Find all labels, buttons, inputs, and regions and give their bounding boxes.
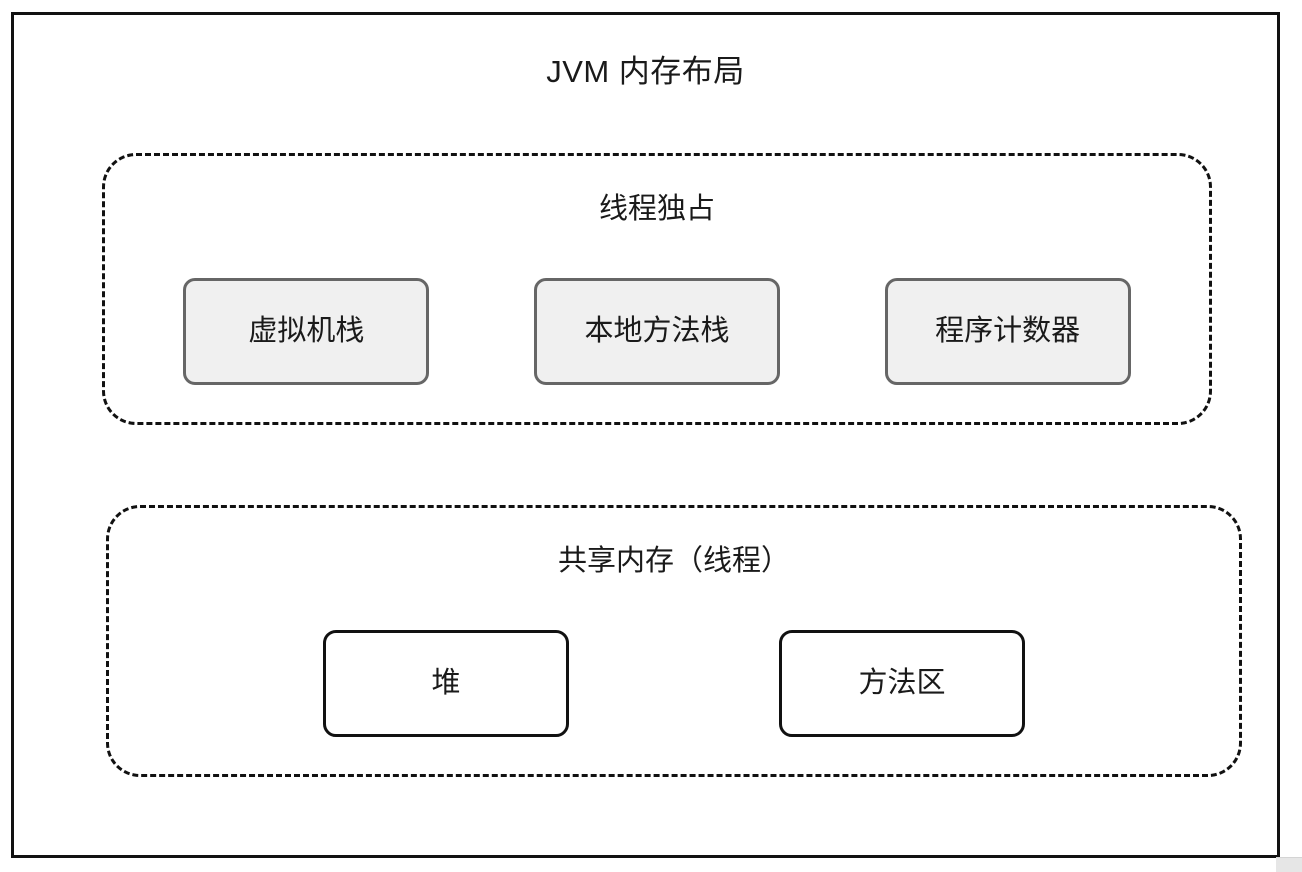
scrollbar-corner <box>1276 857 1302 872</box>
node-native-method-stack[interactable]: 本地方法栈 <box>533 278 780 385</box>
group-shared-memory-title: 共享内存（线程） <box>557 545 790 577</box>
page-title: JVM 内存布局 <box>546 54 745 89</box>
group-thread-exclusive: 线程独占 虚拟机栈 本地方法栈 程序计数器 <box>102 153 1212 425</box>
node-heap[interactable]: 堆 <box>323 630 569 737</box>
group-shared-memory-nodes: 堆 方法区 <box>109 630 1239 737</box>
jvm-memory-layout-frame: JVM 内存布局 线程独占 虚拟机栈 本地方法栈 程序计数器 共享内存（线程） … <box>11 12 1280 858</box>
node-method-area[interactable]: 方法区 <box>779 630 1025 737</box>
node-vm-stack[interactable]: 虚拟机栈 <box>183 278 430 385</box>
group-thread-exclusive-nodes: 虚拟机栈 本地方法栈 程序计数器 <box>105 278 1209 385</box>
group-shared-memory: 共享内存（线程） 堆 方法区 <box>106 505 1242 777</box>
node-program-counter[interactable]: 程序计数器 <box>884 278 1131 385</box>
group-thread-exclusive-title: 线程独占 <box>598 193 715 225</box>
